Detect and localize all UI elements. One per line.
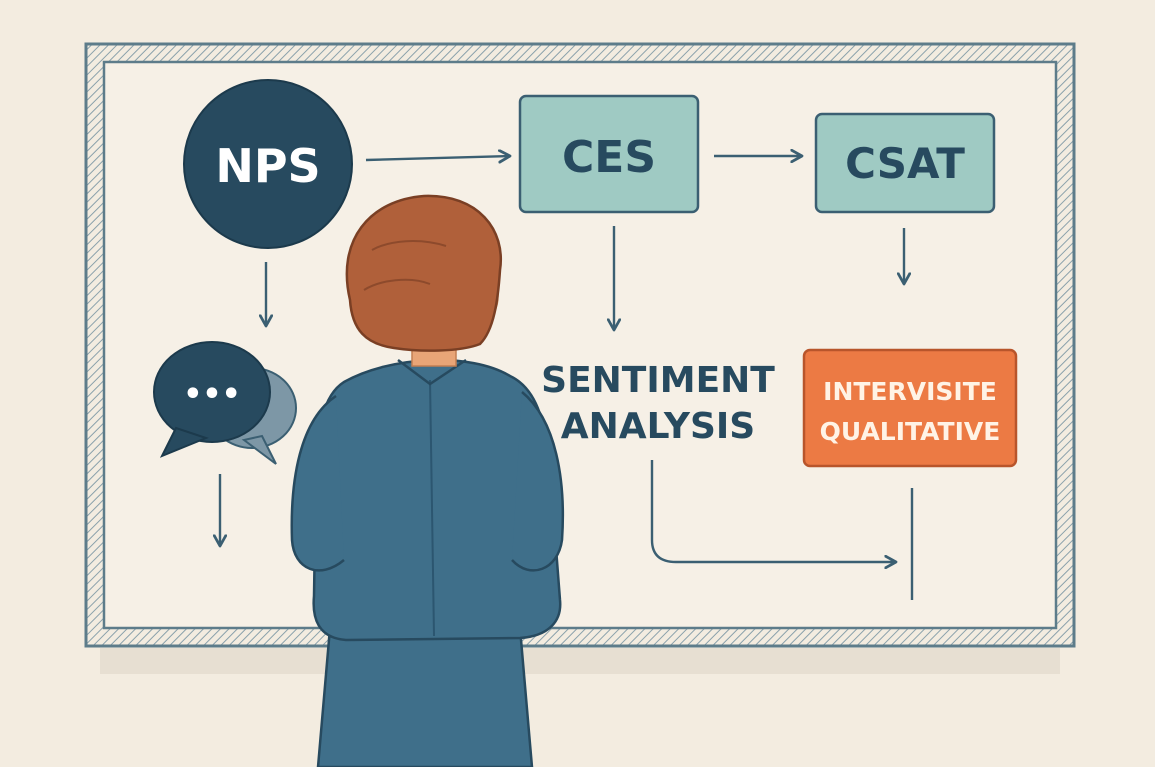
sentiment-line2: ANALYSIS <box>561 406 756 447</box>
floor-shadow <box>100 648 1060 674</box>
interviews-line1: INTERVISITE <box>823 377 997 406</box>
csat-label: CSAT <box>845 139 965 188</box>
woman-figure <box>290 194 565 767</box>
csat-node: CSAT <box>814 112 996 214</box>
nps-label: NPS <box>215 139 320 193</box>
chat-dots: ••• <box>183 377 241 412</box>
sentiment-line1: SENTIMENT <box>541 360 775 401</box>
interviews-line2: QUALITATIVE <box>820 417 1001 446</box>
qualitative-interviews-node: INTERVISITE QUALITATIVE <box>802 348 1018 468</box>
arrow-sentiment-elbow <box>650 460 896 562</box>
sentiment-analysis-node: SENTIMENT ANALYSIS <box>541 360 775 447</box>
ces-label: CES <box>562 132 656 183</box>
ces-node: CES <box>518 94 700 214</box>
nps-node: NPS <box>183 79 353 249</box>
chat-bubbles-icon: ••• <box>153 341 297 465</box>
arrow-nps-to-ces <box>365 156 510 160</box>
